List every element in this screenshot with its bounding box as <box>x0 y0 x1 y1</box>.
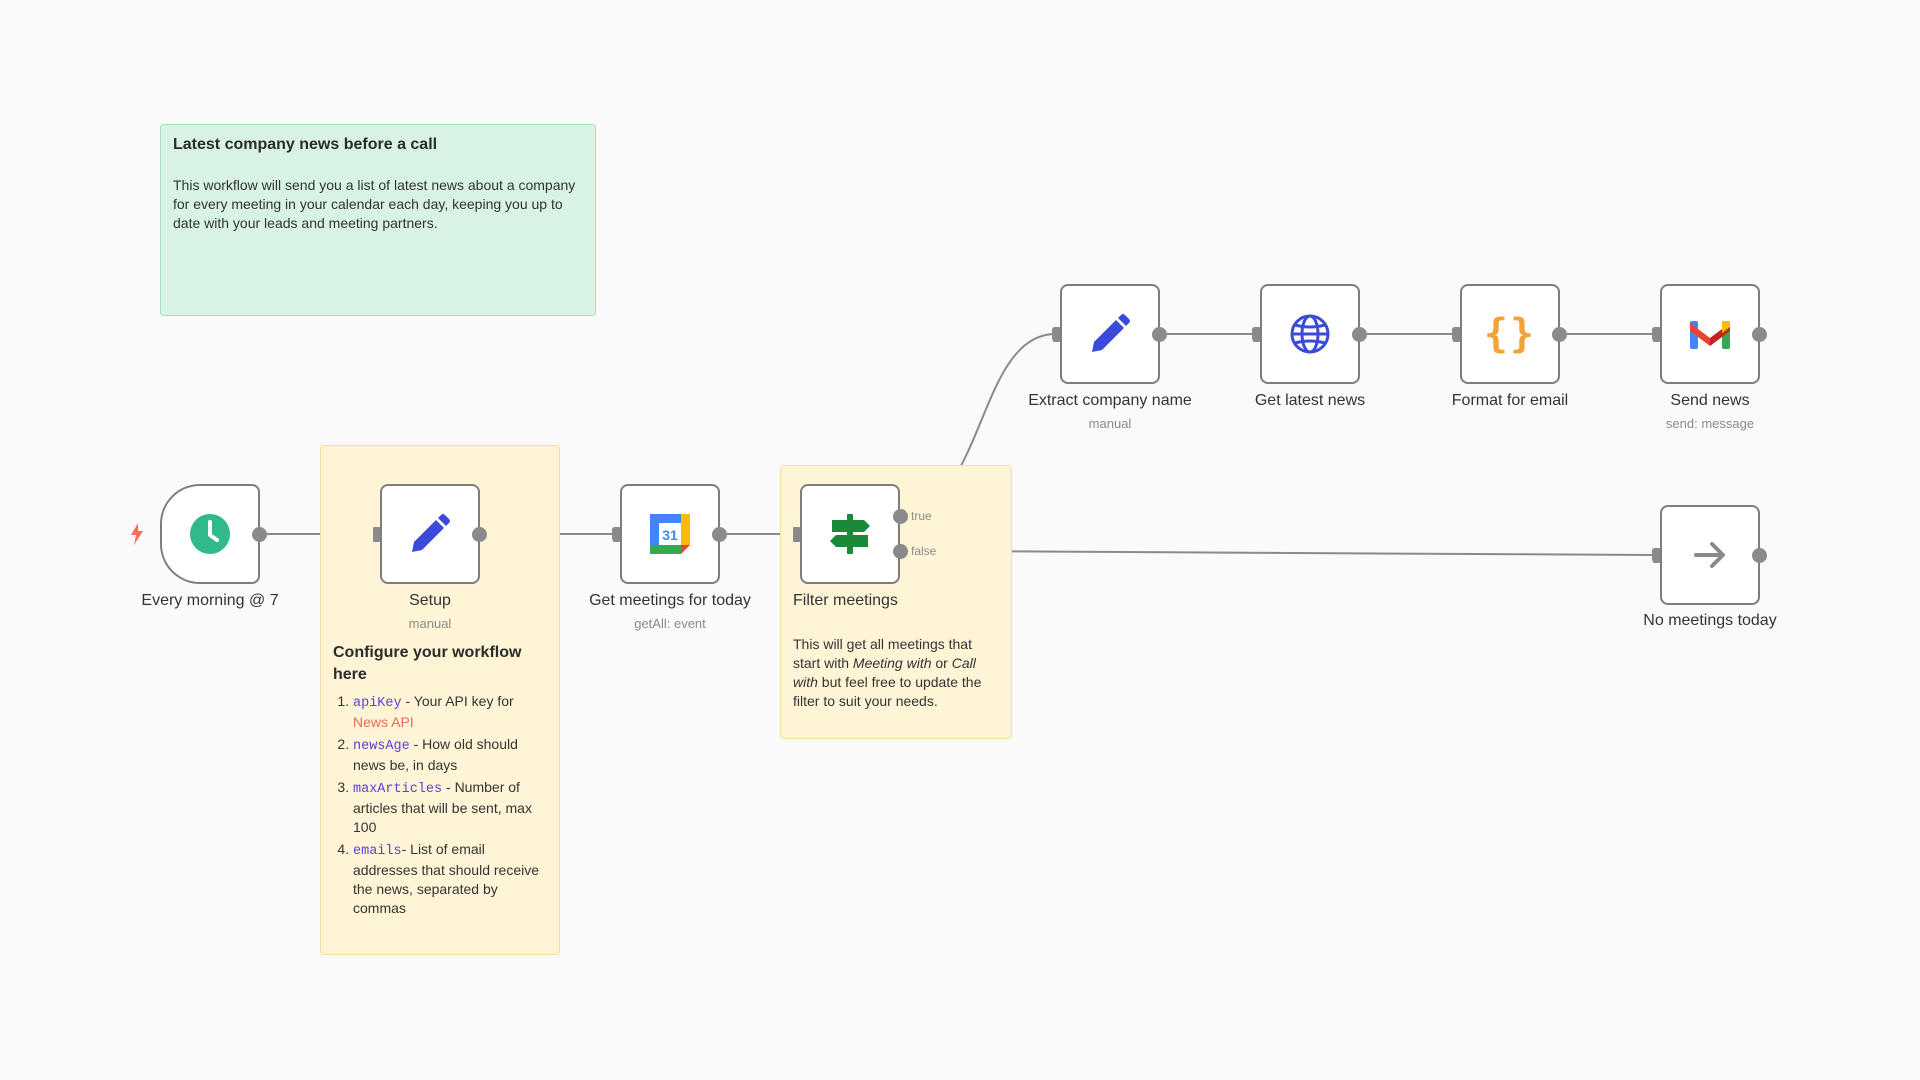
gmail-icon <box>1690 321 1730 349</box>
news-output-port[interactable] <box>1352 327 1367 342</box>
setup-item-apikey: apiKey - Your API key for News API <box>353 692 551 732</box>
node-format-email[interactable]: {} <box>1460 284 1560 384</box>
extract-output-port[interactable] <box>1152 327 1167 342</box>
node-subtitle-extract: manual <box>1088 416 1132 431</box>
edge-filter-false-none[interactable] <box>939 550 1653 556</box>
setup-output-port[interactable] <box>472 527 487 542</box>
getmeetings-output-port[interactable] <box>712 527 727 542</box>
node-get-latest-news[interactable] <box>1260 284 1360 384</box>
sticky-filter-body: This will get all meetings that start wi… <box>793 636 982 709</box>
node-filter-meetings[interactable] <box>800 484 900 584</box>
clock-icon <box>190 514 230 554</box>
setup-instructions-list: apiKey - Your API key for News API newsA… <box>333 692 551 921</box>
node-label-none: No meetings today <box>1643 612 1777 629</box>
getmeetings-input-port[interactable] <box>613 527 620 542</box>
node-get-meetings[interactable]: 31 <box>620 484 720 584</box>
pencil-icon <box>412 514 450 552</box>
trigger-output-port[interactable] <box>252 527 267 542</box>
format-input-port[interactable] <box>1453 327 1460 342</box>
node-label-extract: Extract company name <box>1028 392 1192 409</box>
node-label-setup: Setup <box>409 592 451 609</box>
branch-label-false: false <box>911 544 937 558</box>
sticky-intro-body: This workflow will send you a list of la… <box>173 177 576 231</box>
none-input-port[interactable] <box>1653 548 1660 563</box>
node-label-send: Send news <box>1670 392 1750 409</box>
pencil-icon <box>1092 314 1130 352</box>
filter-false-output-port[interactable] <box>893 544 908 559</box>
setup-item-emails: emails- List of email addresses that sho… <box>353 840 551 918</box>
node-label-filter: Filter meetings <box>793 592 898 609</box>
node-label-trigger: Every morning @ 7 <box>141 592 279 609</box>
none-output-port[interactable] <box>1752 548 1767 563</box>
globe-icon <box>1290 314 1330 354</box>
sticky-note-setup[interactable]: Configure your workflow here apiKey - Yo… <box>320 445 560 955</box>
node-subtitle-setup: manual <box>408 616 452 631</box>
node-extract-company[interactable] <box>1060 284 1160 384</box>
filter-input-port[interactable] <box>793 527 800 542</box>
setup-item-maxarticles: maxArticles - Number of articles that wi… <box>353 778 551 837</box>
sticky-note-intro[interactable]: Latest company news before a call This w… <box>160 124 596 316</box>
arrow-right-icon <box>1694 542 1725 568</box>
node-label-news: Get latest news <box>1254 392 1366 409</box>
format-output-port[interactable] <box>1552 327 1567 342</box>
branch-label-true: true <box>911 509 932 523</box>
signpost-icon <box>830 514 870 554</box>
news-api-link[interactable]: News API <box>353 714 414 730</box>
node-subtitle-get-meetings: getAll: event <box>634 616 706 631</box>
news-input-port[interactable] <box>1253 327 1260 342</box>
setup-input-port[interactable] <box>373 527 380 542</box>
node-label-get-meetings: Get meetings for today <box>589 592 751 609</box>
filter-true-output-port[interactable] <box>893 509 908 524</box>
send-input-port[interactable] <box>1653 327 1660 342</box>
sticky-intro-title: Latest company news before a call <box>173 136 438 153</box>
code-braces-icon: {} <box>1483 311 1537 357</box>
node-every-morning[interactable] <box>160 484 260 584</box>
google-calendar-icon: 31 <box>650 514 690 554</box>
setup-item-newsage: newsAge - How old should news be, in day… <box>353 735 551 775</box>
node-label-format: Format for email <box>1451 392 1569 409</box>
svg-text:31: 31 <box>662 527 678 543</box>
send-output-port[interactable] <box>1752 327 1767 342</box>
trigger-bolt-icon <box>131 523 143 545</box>
extract-input-port[interactable] <box>1053 327 1060 342</box>
node-setup[interactable] <box>380 484 480 584</box>
sticky-setup-title: Configure your workflow here <box>333 644 522 683</box>
node-no-meetings[interactable] <box>1660 505 1760 605</box>
node-send-news[interactable] <box>1660 284 1760 384</box>
node-subtitle-send: send: message <box>1665 416 1755 431</box>
